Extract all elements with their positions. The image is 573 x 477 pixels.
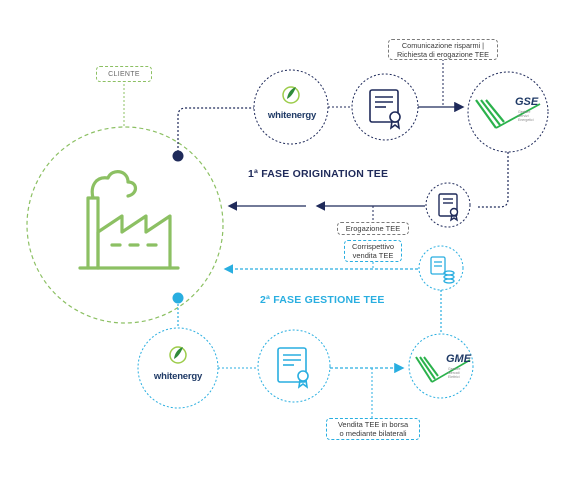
gse-tagline-3: Energetici <box>518 118 534 122</box>
certificate-bottom-icon <box>277 347 309 389</box>
vendita-label: Vendita TEE in borsa o mediante bilatera… <box>326 418 420 440</box>
gse-to-document-connector <box>478 152 509 208</box>
phase1-node <box>172 150 184 162</box>
gse-tagline-1: Gestore <box>518 110 531 114</box>
gme-tagline-3: Elettrici <box>448 375 460 379</box>
vendita-line1: Vendita TEE in borsa <box>337 420 409 429</box>
certificate-icon <box>369 89 401 130</box>
phase2-node <box>172 292 184 304</box>
corrispettivo-line1: Corrispettivo <box>351 242 395 251</box>
client-label: CLIENTE <box>96 66 152 82</box>
coins-icon <box>430 256 455 284</box>
whitenergy-top-leaf-icon <box>282 86 300 104</box>
gme-circle <box>408 333 474 399</box>
whitenergy-top-brand: whitenergy <box>267 110 317 121</box>
comunicazione-label: Comunicazione risparmi | Richiesta di er… <box>388 39 498 60</box>
whitenergy-bottom-circle <box>137 327 219 409</box>
phase1-title: 1ª FASE ORIGINATION TEE <box>248 168 389 180</box>
gme-tagline-1: Gestore <box>448 367 461 371</box>
whitenergy-bottom-brand: whitenergy <box>153 371 203 382</box>
gme-tagline-2: Mercati <box>448 371 460 375</box>
comunicazione-line1: Comunicazione risparmi | <box>401 41 485 50</box>
corrispettivo-line2: vendita TEE <box>352 251 394 260</box>
phase2-title: 2ª FASE GESTIONE TEE <box>260 294 385 306</box>
corrispettivo-label: Corrispettivo vendita TEE <box>344 240 402 262</box>
gme-logo-icon <box>415 356 471 383</box>
gme-tagline: Gestore Mercati Elettrici <box>448 367 460 379</box>
document-icon <box>438 193 459 222</box>
certificate-bottom-circle <box>257 329 331 403</box>
coins-circle <box>418 245 464 291</box>
whitenergy-bottom-leaf-icon <box>169 346 187 364</box>
phase1-upper-connector <box>177 107 264 156</box>
factory-icon <box>78 170 180 270</box>
gme-logo-text: GME <box>446 353 472 365</box>
gse-circle <box>467 71 549 153</box>
document-circle <box>425 182 471 228</box>
whitenergy-top-circle <box>253 69 329 145</box>
erogazione-label: Erogazione TEE <box>337 222 409 235</box>
comunicazione-line2: Richiesta di erogazione TEE <box>397 50 489 59</box>
gse-logo-icon <box>475 99 541 129</box>
gse-logo-text: GSE <box>515 96 539 108</box>
vendita-line2: o mediante bilaterali <box>339 429 407 438</box>
gse-tagline: Gestore Servizi Energetici <box>518 110 534 122</box>
gse-tagline-2: Servizi <box>518 114 529 118</box>
client-circle <box>26 126 224 324</box>
